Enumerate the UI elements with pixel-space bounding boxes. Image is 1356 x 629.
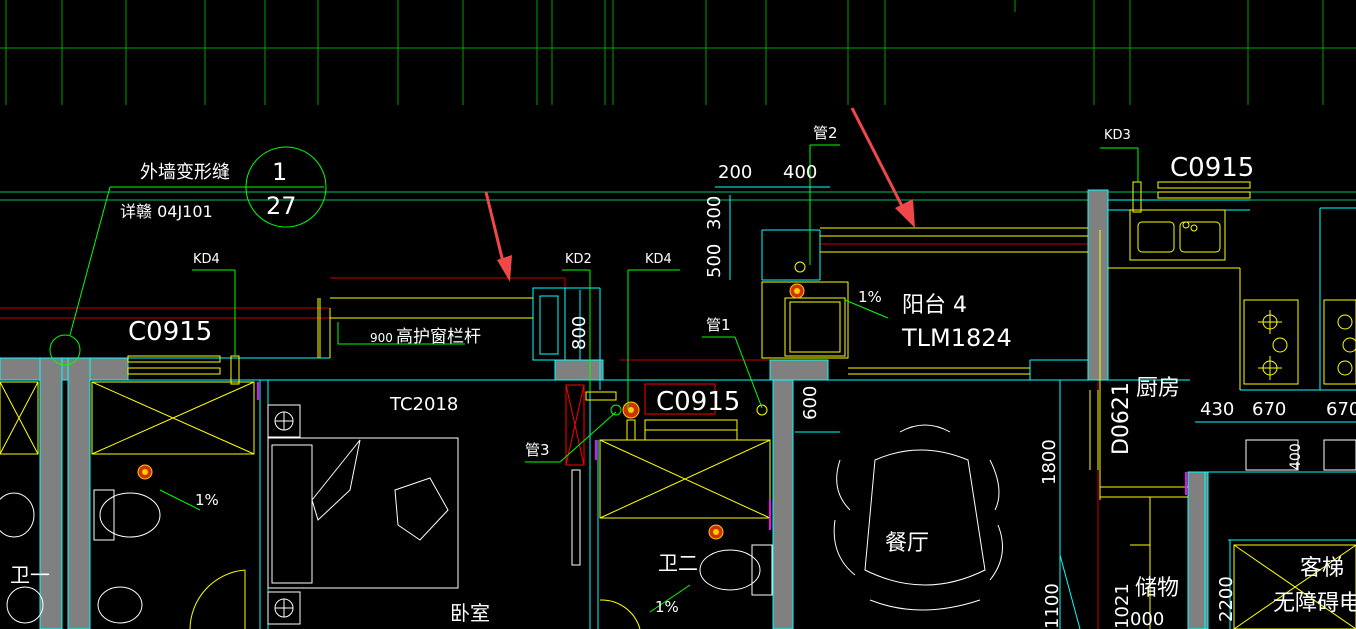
axis-grid (0, 0, 1356, 201)
elevator-label: 客梯 (1300, 556, 1344, 581)
kitchen-small-items (1245, 439, 1356, 471)
storage-label: 储物 (1135, 576, 1179, 601)
railing-dimension: 900 (370, 331, 393, 345)
dimension-lines (579, 186, 1356, 629)
dim-000: 000 (1130, 609, 1164, 629)
balcony-label: 阳台 4 (902, 293, 967, 318)
bed (267, 404, 459, 625)
door-marks (257, 382, 1187, 530)
accessible-elevator-label: 无障碍电梯 (1273, 591, 1356, 616)
dim-2200: 2200 (1216, 576, 1237, 622)
pipes (137, 181, 1142, 540)
kd4-mid-label: KD4 (645, 252, 672, 267)
dim-400-b: 400 (1288, 443, 1304, 470)
shaft-window (571, 469, 581, 566)
door-d0621: D0621 (1109, 382, 1134, 455)
kitchen-label: 厨房 (1136, 376, 1180, 401)
pipe-shaft (565, 383, 716, 466)
windows-and-railings (127, 181, 1356, 629)
slope-bath1: 1% (195, 491, 219, 509)
callout-bottom-number: 27 (266, 192, 297, 220)
kd3-label: KD3 (1104, 128, 1131, 143)
pipe1-label: 管1 (706, 316, 731, 334)
window-tc2018: TC2018 (389, 394, 458, 415)
annotation-arrows (484, 107, 915, 282)
dim-800: 800 (569, 316, 590, 350)
bath2-label: 卫二 (658, 551, 698, 575)
walls (0, 189, 1209, 629)
dim-1800: 1800 (1039, 439, 1060, 485)
dim-600: 600 (800, 386, 821, 420)
pipe3-label: 管3 (525, 441, 550, 459)
dim-300: 300 (704, 196, 725, 230)
dim-1100: 1100 (1042, 583, 1063, 629)
pipe2-label: 管2 (813, 124, 838, 142)
window-c0915-left: C0915 (128, 317, 212, 347)
dim-670-a: 670 (1252, 399, 1286, 420)
window-c0915-mid: C0915 (656, 387, 740, 417)
sanitary-fixtures (0, 489, 773, 629)
railing-label: 高护窗栏杆 (396, 327, 481, 347)
wall-outlines (128, 199, 1356, 629)
dining-label: 餐厅 (885, 531, 929, 556)
kd2-label: KD2 (565, 252, 592, 267)
bath1-label: 卫一 (10, 563, 50, 587)
dim-400: 400 (783, 162, 817, 183)
dim-670-b: 670 (1326, 399, 1356, 420)
dim-430: 430 (1200, 399, 1234, 420)
callout-top-number: 1 (272, 158, 287, 186)
kd4-left-label: KD4 (193, 252, 220, 267)
stove-burners (1182, 221, 1356, 380)
dining-set (833, 424, 1003, 611)
slope-bath2: 1% (655, 598, 679, 616)
joint-reference: 详赣 04J101 (120, 202, 213, 221)
dim-200: 200 (718, 162, 752, 183)
bedroom-label: 卧室 (450, 601, 490, 625)
door-tlm1824: TLM1824 (901, 324, 1012, 352)
leader-lines (49, 144, 1139, 613)
slope-balcony: 1% (858, 288, 882, 306)
dim-1021: 1021 (1112, 583, 1133, 629)
joint-title: 外墙变形缝 (140, 162, 230, 183)
shower-areas (0, 381, 1356, 629)
window-c0915-right: C0915 (1170, 153, 1254, 183)
dim-500: 500 (704, 244, 725, 278)
